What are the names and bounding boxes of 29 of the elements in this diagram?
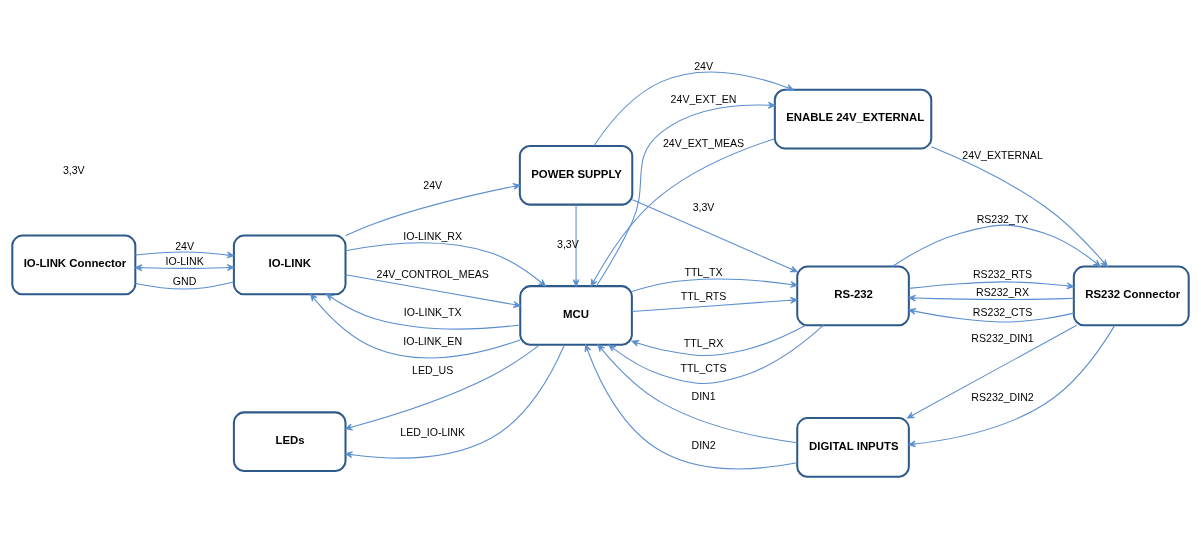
edge-label: TTL_TX [684, 265, 723, 278]
edge-label: 24V_EXT_MEAS [662, 137, 745, 150]
edge-label: RS232_CTS [972, 305, 1033, 318]
edge-label: TTL_CTS [680, 361, 727, 374]
edge-label: RS232_DIN1 [971, 331, 1034, 344]
edge-label: 24V_EXTERNAL [962, 148, 1043, 161]
edge-label: DIN1 [691, 389, 716, 402]
edge-label: IO-LINK [165, 255, 204, 268]
edge-label: DIN2 [691, 438, 716, 451]
edge-label: GND [172, 274, 197, 287]
label: 3,3V [62, 164, 85, 177]
edge-label: 24V_EXT_EN [670, 93, 737, 106]
edge-label: RS232_DIN2 [971, 391, 1034, 404]
edge-label: RS232_TX [976, 212, 1029, 225]
edge-label: TTL_RX [683, 336, 724, 349]
edge-label: RS232_RTS [972, 268, 1033, 281]
edge-label: 24V [423, 179, 443, 192]
edge-label: RS232_RX [976, 286, 1029, 299]
edge-label: IO-LINK_RX [403, 230, 463, 242]
edge-label: 3,3V [692, 201, 715, 214]
edge-label: LED_IO-LINK [400, 425, 466, 438]
edge-label: 3,3V [557, 238, 579, 251]
edge-label: IO-LINK_TX [403, 305, 462, 318]
edge-label: 24V_CONTROL_MEAS [376, 268, 489, 281]
edge-label: 24V [175, 239, 195, 252]
edge-label: IO-LINK_EN [403, 335, 463, 348]
edge-label: 24V [694, 59, 713, 72]
edge-label: TTL_RTS [680, 290, 727, 303]
edge-label: LED_US [412, 363, 454, 376]
